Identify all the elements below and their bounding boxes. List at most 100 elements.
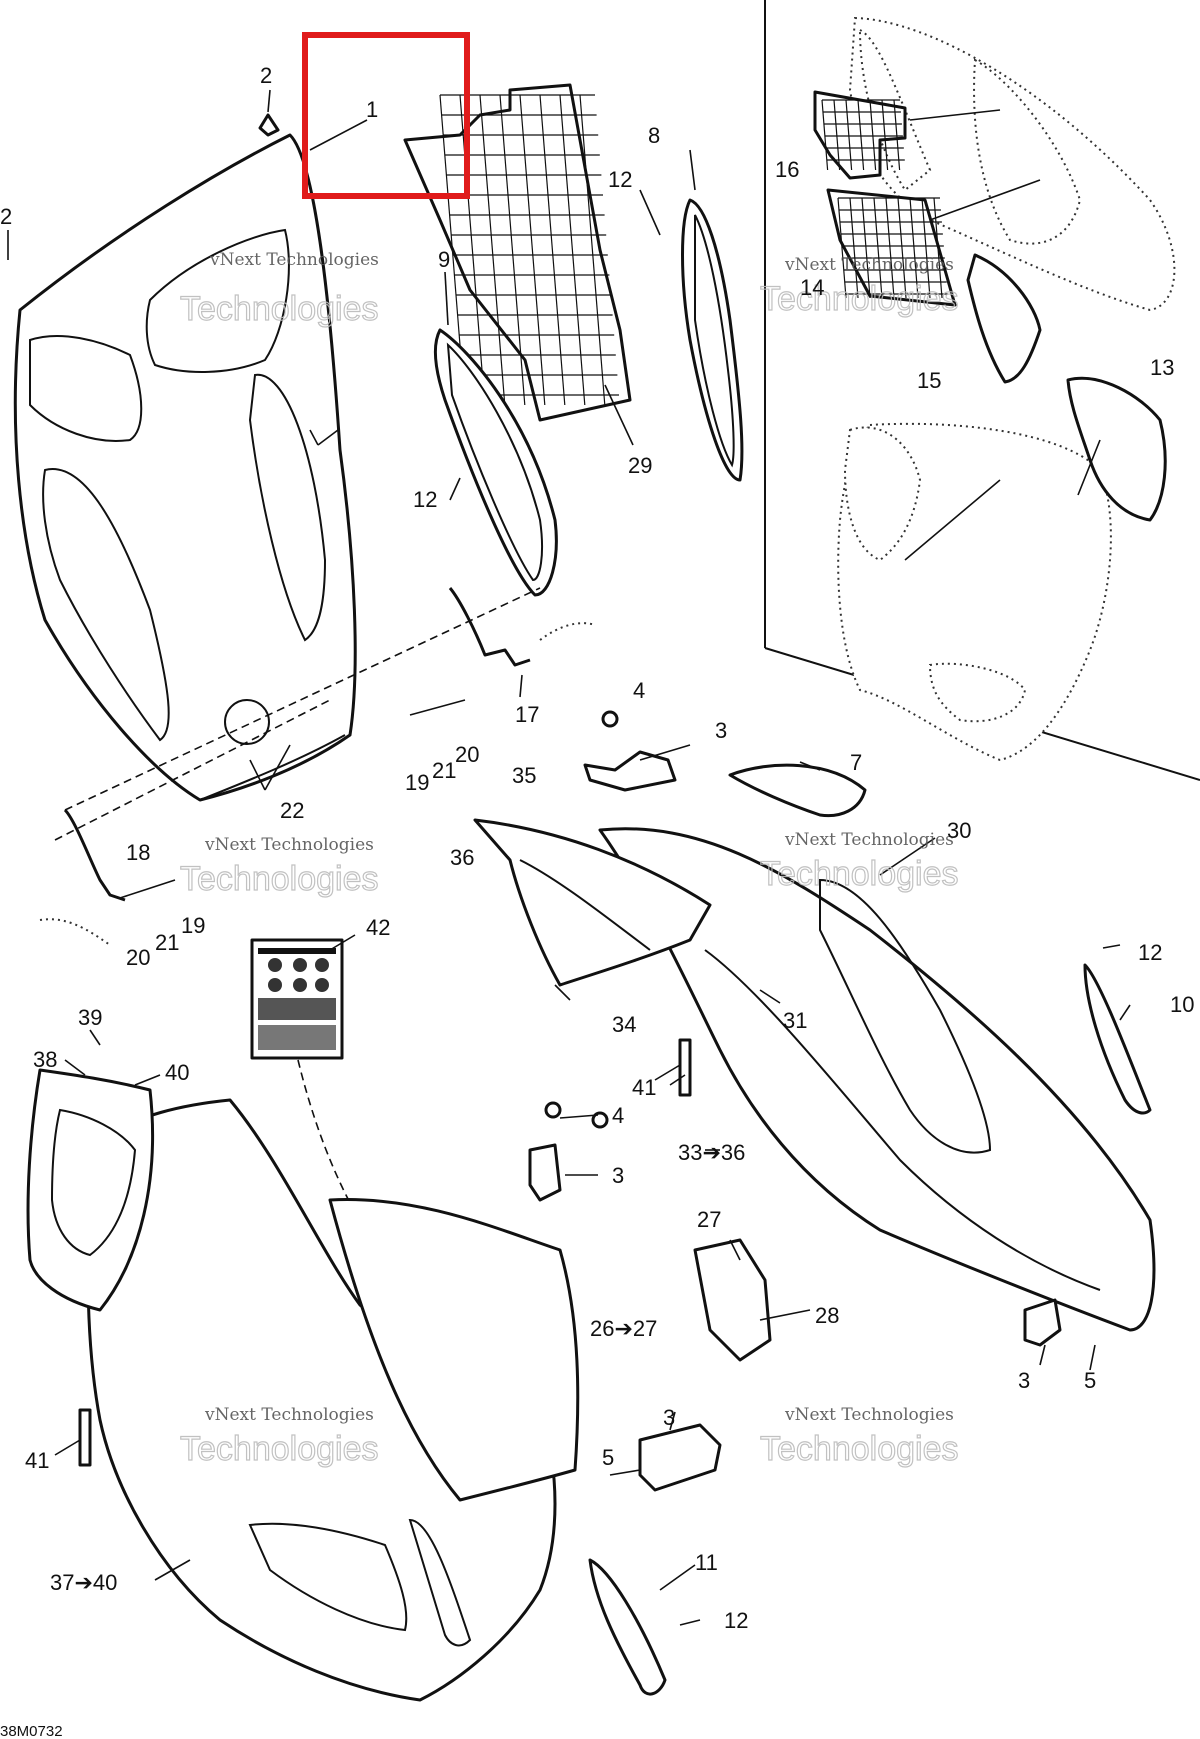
mesh-line (861, 197, 871, 299)
foam-pad-15 (966, 253, 1042, 384)
callout-12: 12 (413, 487, 437, 512)
callout-20: 20 (126, 945, 150, 970)
decal-label-42 (250, 938, 344, 1060)
callout-28: 28 (815, 1303, 839, 1328)
mesh-line (519, 94, 546, 406)
callout-5: 5 (602, 1445, 614, 1470)
mesh-panel-16 (813, 90, 907, 180)
callout-36: 36 (450, 845, 474, 870)
callout-42: 42 (366, 915, 390, 940)
mesh-line (579, 94, 606, 406)
callout-21: 21 (155, 930, 179, 955)
callout-9: 9 (438, 247, 450, 272)
callout-13: 13 (1150, 355, 1174, 380)
inset-detail-view (764, 0, 1200, 781)
callout-40: 40 (165, 1060, 189, 1085)
mesh-line (849, 197, 859, 299)
mesh-line (885, 197, 895, 299)
side-panel-34 (473, 818, 712, 987)
mesh-line (873, 197, 883, 299)
mesh-line (897, 197, 907, 299)
callout-12: 12 (608, 167, 632, 192)
hardware-parts (78, 113, 1062, 1492)
side-duct-8 (681, 198, 744, 482)
callout-5: 5 (1084, 1368, 1096, 1393)
callout-17: 17 (515, 702, 539, 727)
watermark-text: Technologies (760, 1430, 958, 1468)
callout-leaders (7, 89, 1131, 1626)
callout-27: 27 (697, 1207, 721, 1232)
callout-16: 16 (775, 157, 799, 182)
mesh-panel-14 (826, 188, 957, 307)
mesh-line (933, 197, 943, 299)
mesh-line (821, 99, 829, 171)
bracket-17 (448, 587, 531, 667)
callout-29: 29 (628, 453, 652, 478)
callout-30: 30 (947, 818, 971, 843)
callout-2: 2 (0, 204, 12, 229)
highlight-box (302, 32, 470, 199)
callout-22: 22 (280, 798, 304, 823)
callout-35: 35 (512, 763, 536, 788)
callout-20: 20 (455, 742, 479, 767)
callout-4: 4 (633, 678, 645, 703)
callout-4: 4 (612, 1103, 624, 1128)
callout-1: 1 (366, 97, 378, 122)
callout-33-36: 33➔36 (678, 1140, 745, 1165)
foam-pad-13 (1066, 377, 1167, 522)
callout-21: 21 (432, 758, 456, 783)
callout-19: 19 (181, 913, 205, 938)
duct-11 (588, 1558, 667, 1696)
callout-31: 31 (783, 1008, 807, 1033)
lower-front-panel-37-40 (26, 1068, 580, 1702)
duct-10 (1083, 963, 1152, 1115)
callout-15: 15 (917, 368, 941, 393)
watermark-text: Technologies (760, 855, 958, 893)
mesh-line (499, 94, 526, 406)
callout-38: 38 (33, 1047, 57, 1072)
mesh-line (921, 197, 931, 299)
bracket-18 (63, 808, 126, 902)
callout-2: 2 (260, 63, 272, 88)
callout-12: 12 (724, 1608, 748, 1633)
callout-19: 19 (405, 770, 429, 795)
watermark-text: vNext Technologies (784, 830, 954, 850)
watermark-text: vNext Technologies (209, 250, 379, 270)
vent-7 (728, 763, 867, 818)
watermarks: vNext Technologies Technologies vNext Te… (179, 250, 959, 1469)
mesh-line (909, 197, 919, 299)
callout-8: 8 (648, 123, 660, 148)
cable-harness (39, 622, 596, 946)
watermark-text: vNext Technologies (784, 255, 954, 275)
mesh-line (837, 197, 847, 299)
watermark-text: vNext Technologies (784, 1405, 954, 1425)
callout-labels: 1 2 2 3 3 3 3 4 4 5 5 7 8 9 10 11 12 12 … (0, 63, 1194, 1633)
callout-3: 3 (612, 1163, 624, 1188)
side-panel-30 (598, 827, 1156, 1332)
callout-7: 7 (850, 750, 862, 775)
callout-10: 10 (1170, 992, 1194, 1017)
callout-14: 14 (800, 275, 824, 300)
watermark-text: Technologies (760, 280, 958, 318)
drawing-code: 38M0732 (0, 1723, 63, 1739)
callout-39: 39 (78, 1005, 102, 1030)
side-duct-9 (434, 328, 558, 597)
callout-41: 41 (632, 1075, 656, 1100)
watermark-text: Technologies (180, 860, 378, 898)
callout-41: 41 (25, 1448, 49, 1473)
callout-3: 3 (1018, 1368, 1030, 1393)
callout-37-40: 37➔40 (50, 1570, 117, 1595)
watermark-text: Technologies (180, 290, 378, 328)
mesh-line (559, 94, 586, 406)
mesh-line (479, 94, 506, 406)
watermark-text: vNext Technologies (204, 835, 374, 855)
callout-34: 34 (612, 1012, 636, 1037)
watermark-text: Technologies (180, 1430, 378, 1468)
callout-11: 11 (695, 1550, 718, 1575)
mesh-line (539, 94, 566, 406)
front-upper-panel-1 (13, 133, 357, 802)
callout-12: 12 (1138, 940, 1162, 965)
callout-3: 3 (715, 718, 727, 743)
callout-26-27: 26➔27 (590, 1316, 657, 1341)
